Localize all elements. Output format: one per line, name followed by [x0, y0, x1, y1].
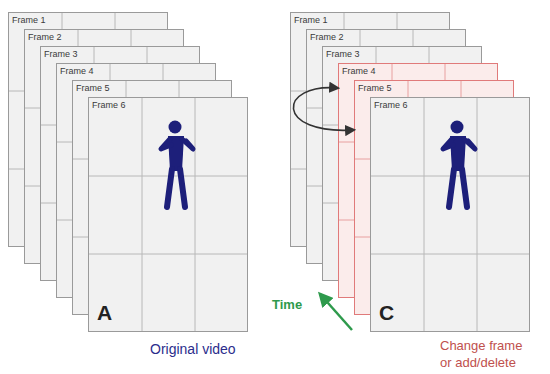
frame-label: Frame 2: [28, 32, 62, 42]
video-frame: Frame 6 C: [370, 97, 530, 332]
frame-label: Frame 6: [374, 100, 408, 110]
frame-grid: [89, 98, 247, 331]
time-arrow: [320, 294, 352, 330]
frame-grid: [371, 98, 529, 331]
frame-label: Frame 3: [326, 49, 360, 59]
axis-label: Time: [272, 296, 302, 314]
panel-letter: A: [97, 301, 112, 325]
panel-letter: C: [379, 301, 394, 325]
frame-label: Frame 1: [294, 15, 328, 25]
video-frame: Frame 6 A: [88, 97, 248, 332]
frame-label: Frame 4: [60, 66, 94, 76]
frame-label: Frame 4: [342, 66, 376, 76]
caption-label: Original video: [150, 340, 236, 359]
frame-label: Frame 6: [92, 100, 126, 110]
frame-label: Frame 3: [44, 49, 78, 59]
frame-label: Frame 5: [76, 83, 110, 93]
frame-label: Frame 2: [310, 32, 344, 42]
note-label: Change frame or add/delete: [440, 337, 535, 372]
frame-label: Frame 5: [358, 83, 392, 93]
frame-label: Frame 1: [12, 15, 46, 25]
